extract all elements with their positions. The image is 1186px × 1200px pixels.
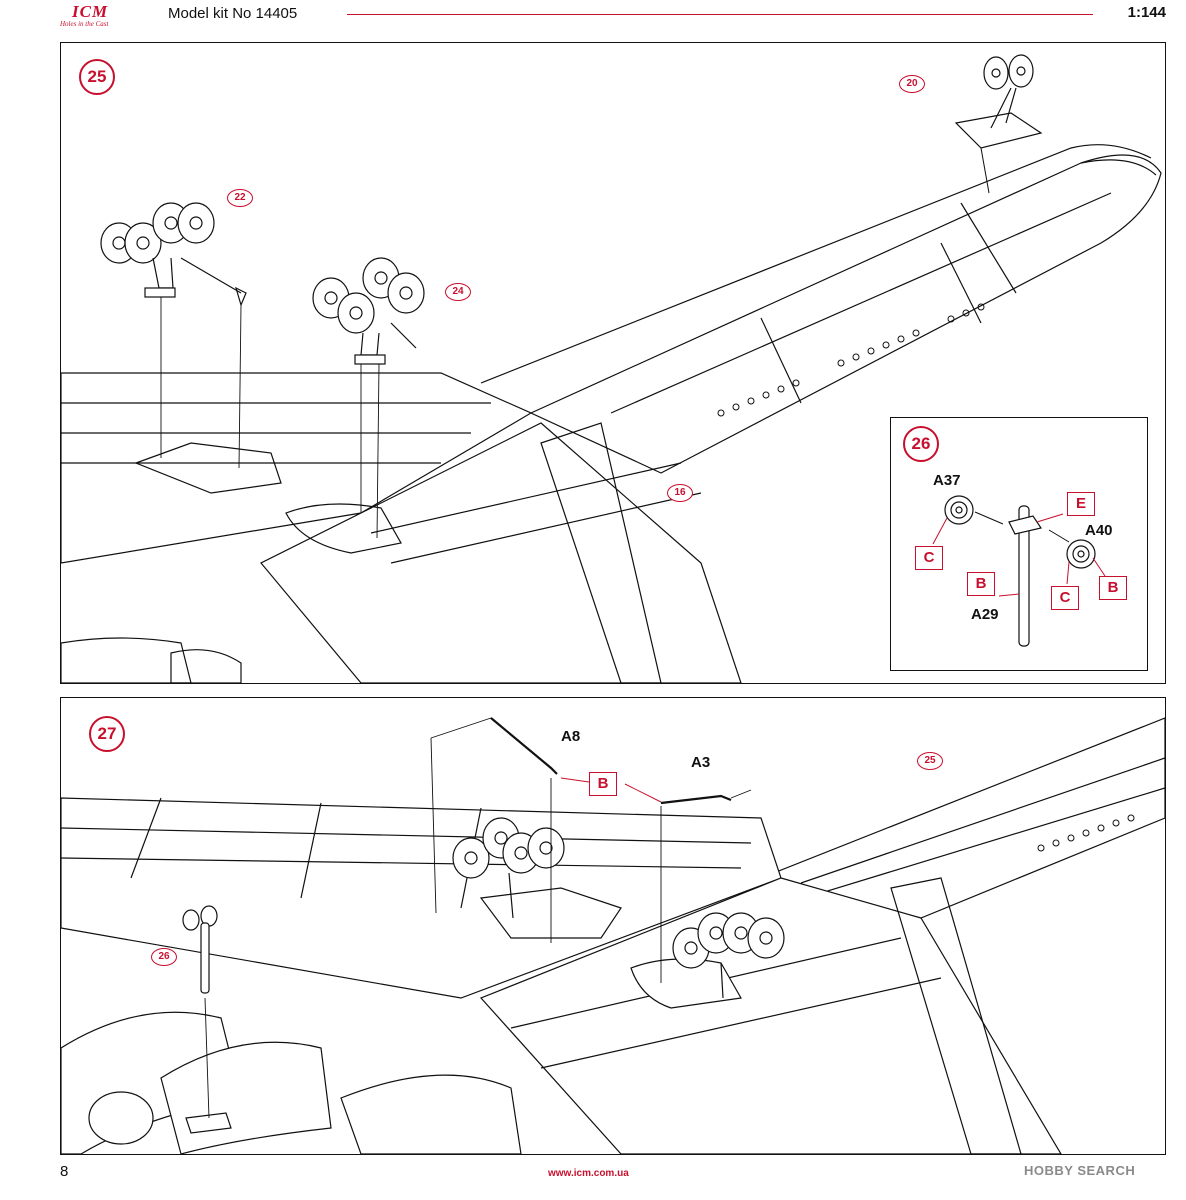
ref-26: 26 [151, 948, 177, 966]
step-26-drawing [932, 495, 1106, 647]
left-main-gear-assembly [100, 202, 247, 469]
part-a29-label: A29 [971, 606, 999, 623]
ref-25: 25 [917, 752, 943, 770]
logo-tagline: Holes in the Cast [60, 20, 109, 28]
step-25-number: 25 [79, 59, 115, 95]
glue-marker-b-right: B [1099, 576, 1127, 600]
step-27-panel: 27 A8 A3 B 25 26 [60, 697, 1166, 1155]
ref-22: 22 [227, 189, 253, 207]
fuselage-windows-27 [1037, 814, 1135, 852]
glue-marker-e: E [1067, 492, 1095, 516]
kit-scale: 1:144 [1127, 4, 1166, 21]
part-a8-label: A8 [561, 728, 581, 745]
ref-16: 16 [667, 484, 693, 502]
glue-marker-c-right: C [1051, 586, 1079, 610]
part-a40-label: A40 [1085, 522, 1113, 539]
page-header: ICM Holes in the Cast Model kit No 14405… [0, 0, 1186, 32]
right-main-gear-assembly [312, 257, 425, 539]
right-gear-installed [672, 912, 785, 999]
step-27-drawing [61, 717, 1165, 1154]
step-27-number: 27 [89, 716, 125, 752]
kit-title: Model kit No 14405 [168, 5, 298, 22]
glue-marker-b-strut: B [967, 572, 995, 596]
logo-brand: ICM [72, 2, 109, 21]
header-rule [347, 14, 1093, 15]
step-26-inset: 26 A37 A40 A29 C E B C B [890, 417, 1148, 671]
fuselage-windows [717, 303, 985, 417]
step-25-drawing [61, 54, 1162, 683]
glue-marker-b: B [589, 772, 617, 796]
left-gear-installed [452, 817, 565, 919]
website-link[interactable]: www.icm.com.ua [548, 1168, 629, 1179]
page-number: 8 [60, 1163, 69, 1180]
part-a3-label: A3 [691, 754, 711, 771]
nose-gear-assembly [954, 54, 1043, 194]
step-25-panel: 25 20 22 24 16 26 A37 A40 A29 C E B C [60, 42, 1166, 684]
ref-20: 20 [899, 75, 925, 93]
strut-assembly-26 [182, 905, 232, 1134]
part-a37-label: A37 [933, 472, 961, 489]
step-26-number: 26 [903, 426, 939, 462]
glue-marker-c-left: C [915, 546, 943, 570]
icm-logo: ICM Holes in the Cast [58, 2, 138, 30]
ref-24: 24 [445, 283, 471, 301]
hobby-search-watermark: HOBBY SEARCH [1024, 1163, 1136, 1178]
